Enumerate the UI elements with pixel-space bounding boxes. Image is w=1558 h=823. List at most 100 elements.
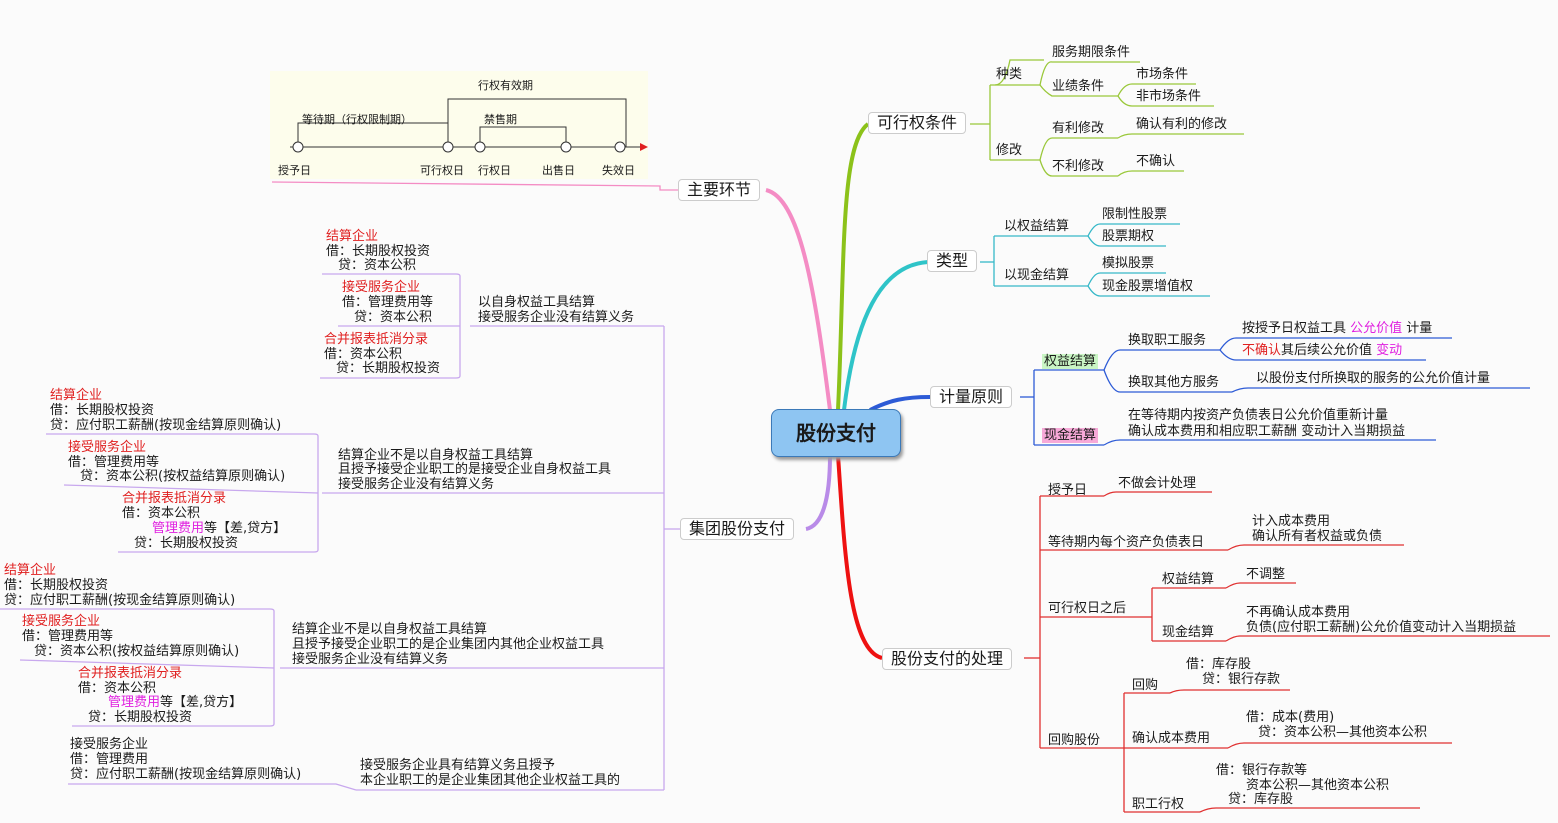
node-waiting-rule-1[interactable]: 计入成本费用 xyxy=(1252,514,1331,529)
text-highlight: 管理费用 xyxy=(108,695,161,710)
node-exercise-credit[interactable]: 贷：库存股 xyxy=(1228,792,1294,807)
timeline-waiting-period: 等待期（行权限制期） xyxy=(302,113,412,126)
group-case3-desc-3[interactable]: 接受服务企业没有结算义务 xyxy=(292,652,449,667)
group-case2-cons-title[interactable]: 合并报表抵消分录 xyxy=(122,491,227,506)
node-employee-rule-1[interactable]: 按授予日权益工具 公允价值 计量 xyxy=(1242,321,1432,336)
group-case1-settle-title[interactable]: 结算企业 xyxy=(326,229,379,244)
group-case3-desc-2[interactable]: 且授予接受企业职工的是企业集团内其他企业权益工具 xyxy=(292,637,605,652)
node-unfavorable-note[interactable]: 不确认 xyxy=(1136,154,1176,169)
node-repurchase-debit[interactable]: 借：库存股 xyxy=(1186,657,1252,672)
node-favorable-modify[interactable]: 有利修改 xyxy=(1052,121,1105,136)
node-grant-day[interactable]: 授予日 xyxy=(1048,483,1088,498)
group-case3-desc-1[interactable]: 结算企业不是以自身权益工具结算 xyxy=(292,622,488,637)
group-case1-cons-debit: 借：资本公积 xyxy=(324,347,403,362)
group-case3-cons-mgmt: 管理费用等【差,贷方】 xyxy=(108,695,242,710)
node-waiting-rule-2[interactable]: 确认所有者权益或负债 xyxy=(1252,529,1383,544)
group-case3-cons-title[interactable]: 合并报表抵消分录 xyxy=(78,666,183,681)
node-other-service-rule[interactable]: 以股份支付所换取的服务的公允价值计量 xyxy=(1256,371,1491,386)
topic-main-links[interactable]: 主要环节 xyxy=(678,179,761,201)
node-unfavorable-modify[interactable]: 不利修改 xyxy=(1052,159,1105,174)
timeline-vesting-day: 可行权日 xyxy=(420,164,464,177)
node-market-condition[interactable]: 市场条件 xyxy=(1136,67,1189,82)
node-performance-condition[interactable]: 业绩条件 xyxy=(1052,79,1105,94)
topic-vesting-conditions[interactable]: 可行权条件 xyxy=(868,112,967,134)
text-highlight: 公允价值 xyxy=(1350,321,1403,336)
group-case2-cons-credit: 贷：长期股权投资 xyxy=(134,536,239,551)
node-after-cash-rule-2[interactable]: 负债(应付职工薪酬)公允价值变动计入当期损益 xyxy=(1246,620,1517,635)
group-case1-cons-credit: 贷：长期股权投资 xyxy=(336,361,441,376)
timeline-lockup-period: 禁售期 xyxy=(484,113,517,126)
group-case1-recv-title[interactable]: 接受服务企业 xyxy=(342,280,421,295)
node-cash-rule-1[interactable]: 在等待期内按资产负债表日公允价值重新计量 xyxy=(1128,408,1389,423)
topic-processing[interactable]: 股份支付的处理 xyxy=(882,648,1013,670)
node-exercise-debit[interactable]: 借：银行存款等 xyxy=(1216,763,1308,778)
node-repurchase[interactable]: 回购 xyxy=(1132,678,1159,693)
node-after-cash-rule-1[interactable]: 不再确认成本费用 xyxy=(1246,605,1351,620)
node-nonmarket-condition[interactable]: 非市场条件 xyxy=(1136,89,1202,104)
group-case2-settle-title[interactable]: 结算企业 xyxy=(50,388,103,403)
node-measure-equity[interactable]: 权益结算 xyxy=(1042,354,1099,369)
node-stock-options[interactable]: 股票期权 xyxy=(1102,229,1155,244)
root-topic[interactable]: 股份支付 xyxy=(771,409,901,457)
node-favorable-note[interactable]: 确认有利的修改 xyxy=(1136,117,1228,132)
text-part: 其后续公允价值 xyxy=(1281,343,1377,358)
node-grant-note[interactable]: 不做会计处理 xyxy=(1118,476,1197,491)
node-kinds[interactable]: 种类 xyxy=(996,67,1023,82)
topic-types[interactable]: 类型 xyxy=(927,250,978,272)
node-buyback[interactable]: 回购股份 xyxy=(1048,733,1101,748)
node-confirm-cost-debit[interactable]: 借：成本(费用) xyxy=(1246,710,1335,725)
node-other-service[interactable]: 换取其他方服务 xyxy=(1128,375,1220,390)
group-case1-cons-title[interactable]: 合并报表抵消分录 xyxy=(324,332,429,347)
topic-group-share-payment[interactable]: 集团股份支付 xyxy=(680,518,795,540)
node-waiting-period[interactable]: 等待期内每个资产负债表日 xyxy=(1048,535,1205,550)
group-case2-recv-title[interactable]: 接受服务企业 xyxy=(68,440,147,455)
timeline-exercise-day: 行权日 xyxy=(478,164,511,177)
node-confirm-cost-credit[interactable]: 贷：资本公积—其他资本公积 xyxy=(1258,725,1428,740)
node-measure-cash[interactable]: 现金结算 xyxy=(1042,428,1099,443)
node-equity-settled[interactable]: 以权益结算 xyxy=(1004,219,1070,234)
node-employee-service[interactable]: 换取职工服务 xyxy=(1128,333,1207,348)
node-cash-rule-2[interactable]: 确认成本费用和相应职工薪酬 变动计入当期损益 xyxy=(1128,424,1406,439)
node-service-condition[interactable]: 服务期限条件 xyxy=(1052,45,1131,60)
text-part: 计量 xyxy=(1402,321,1433,336)
node-exercise-debit-2[interactable]: 资本公积—其他资本公积 xyxy=(1246,778,1390,793)
group-case2-recv-credit: 贷：资本公积(按权益结算原则确认) xyxy=(80,469,286,484)
node-confirm-cost[interactable]: 确认成本费用 xyxy=(1132,731,1211,746)
topic-measurement[interactable]: 计量原则 xyxy=(930,386,1013,408)
timeline-expiry-day: 失效日 xyxy=(602,164,635,177)
group-case1-desc-2[interactable]: 接受服务企业没有结算义务 xyxy=(478,310,635,325)
node-after-vesting[interactable]: 可行权日之后 xyxy=(1048,601,1127,616)
node-restricted-stock[interactable]: 限制性股票 xyxy=(1102,207,1168,222)
group-case2-desc-2[interactable]: 且授予接受企业职工的是接受企业自身权益工具 xyxy=(338,462,612,477)
group-case1-desc-1[interactable]: 以自身权益工具结算 xyxy=(478,295,596,310)
node-modify[interactable]: 修改 xyxy=(996,143,1023,158)
node-after-equity-note[interactable]: 不调整 xyxy=(1246,567,1286,582)
node-sar[interactable]: 现金股票增值权 xyxy=(1102,279,1194,294)
text-highlight: 不确认 xyxy=(1242,343,1282,358)
node-employee-exercise[interactable]: 职工行权 xyxy=(1132,797,1185,812)
text-highlight: 变动 xyxy=(1376,343,1403,358)
node-cash-settled[interactable]: 以现金结算 xyxy=(1004,268,1070,283)
group-case2-desc-3[interactable]: 接受服务企业没有结算义务 xyxy=(338,477,495,492)
node-employee-rule-2[interactable]: 不确认其后续公允价值 变动 xyxy=(1242,343,1402,358)
node-after-equity[interactable]: 权益结算 xyxy=(1162,572,1215,587)
group-case2-recv-debit: 借：管理费用等 xyxy=(68,455,160,470)
group-case2-cons-debit: 借：资本公积 xyxy=(122,506,201,521)
group-case3-settle-debit: 借：长期股权投资 xyxy=(4,578,109,593)
text-highlight: 管理费用 xyxy=(152,521,205,536)
group-case1-settle-debit: 借：长期股权投资 xyxy=(326,244,431,259)
node-phantom-stock[interactable]: 模拟股票 xyxy=(1102,256,1155,271)
group-case2-desc-1[interactable]: 结算企业不是以自身权益工具结算 xyxy=(338,448,534,463)
group-case3-recv-title[interactable]: 接受服务企业 xyxy=(22,614,101,629)
group-case4-desc-1[interactable]: 接受服务企业具有结算义务且授予 xyxy=(360,758,556,773)
group-case3-recv-debit: 借：管理费用等 xyxy=(22,629,114,644)
text-part: 等【差,贷方】 xyxy=(160,695,243,710)
node-repurchase-credit[interactable]: 贷：银行存款 xyxy=(1202,672,1281,687)
group-case4-recv-title[interactable]: 接受服务企业 xyxy=(70,737,149,752)
group-case4-desc-2[interactable]: 本企业职工的是企业集团其他企业权益工具的 xyxy=(360,773,621,788)
group-case3-settle-title[interactable]: 结算企业 xyxy=(4,563,57,578)
node-after-cash[interactable]: 现金结算 xyxy=(1162,625,1215,640)
group-case2-settle-credit: 贷：应付职工薪酬(按现金结算原则确认) xyxy=(50,418,282,433)
group-case1-recv-debit: 借：管理费用等 xyxy=(342,295,434,310)
